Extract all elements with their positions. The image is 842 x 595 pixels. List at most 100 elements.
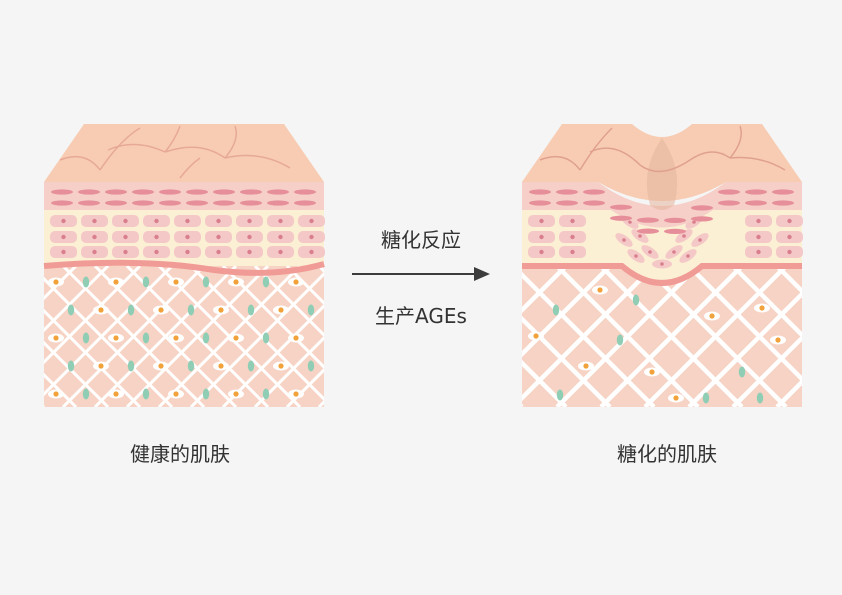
cell-nucleus bbox=[570, 218, 575, 224]
cell-nucleus bbox=[154, 234, 159, 240]
cell-nucleus bbox=[61, 234, 66, 240]
glycated-compressed-cells bbox=[615, 215, 709, 269]
elastin-node bbox=[202, 332, 210, 344]
collagen-fiber bbox=[253, 335, 324, 407]
caption-healthy-skin: 健康的肌肤 bbox=[130, 442, 230, 466]
elastin-node bbox=[556, 389, 564, 401]
fibroblast-core bbox=[53, 279, 59, 285]
keratin-cell bbox=[691, 216, 713, 222]
fibroblast-core bbox=[775, 337, 781, 343]
fibroblast-core bbox=[53, 391, 59, 397]
collagen-fiber bbox=[285, 367, 324, 407]
glycated-keratin-cells bbox=[529, 189, 794, 234]
cell-nucleus bbox=[123, 249, 128, 255]
keratin-cell bbox=[78, 189, 100, 195]
cell-nucleus bbox=[309, 218, 314, 224]
collagen-fiber bbox=[599, 266, 744, 407]
keratin-cell bbox=[51, 189, 73, 195]
keratin-cell bbox=[610, 215, 632, 221]
elastin-node bbox=[262, 276, 270, 288]
keratin-cell bbox=[556, 200, 578, 206]
cell-nucleus bbox=[61, 249, 66, 255]
cell-nucleus bbox=[570, 249, 575, 255]
elastin-node bbox=[307, 304, 315, 316]
keratin-cell bbox=[105, 200, 127, 206]
healthy-epidermis-cracks bbox=[59, 125, 291, 179]
keratin-cell bbox=[718, 200, 740, 206]
cell-nucleus bbox=[278, 234, 283, 240]
fibroblast-core bbox=[233, 391, 239, 397]
elastin-node bbox=[127, 304, 135, 316]
elastin-node bbox=[247, 360, 255, 372]
glycated-basement-membrane bbox=[522, 263, 802, 286]
glycated-epidermis-cracks bbox=[539, 125, 786, 173]
healthy-dermis-cells bbox=[48, 276, 315, 400]
elastin-node bbox=[307, 360, 315, 372]
cell-nucleus bbox=[787, 249, 792, 255]
collagen-fiber bbox=[383, 266, 524, 407]
collagen-fiber bbox=[522, 266, 568, 407]
process-label-glycation: 糖化反应 bbox=[381, 228, 461, 252]
glycated-epidermal-cells bbox=[528, 215, 803, 258]
keratin-cell bbox=[213, 200, 235, 206]
cell-nucleus bbox=[686, 254, 690, 258]
fibroblast-core bbox=[218, 363, 224, 369]
cell-nucleus bbox=[628, 220, 632, 224]
collagen-fiber bbox=[687, 266, 802, 407]
fibroblast-core bbox=[278, 307, 284, 313]
cell-nucleus bbox=[698, 238, 702, 242]
keratin-cell bbox=[664, 228, 686, 234]
keratin-cell bbox=[583, 189, 605, 195]
process-label-ages: 生产AGEs bbox=[375, 304, 467, 328]
keratin-cell bbox=[745, 200, 767, 206]
collagen-fiber bbox=[383, 266, 524, 407]
cell-nucleus bbox=[660, 262, 664, 266]
fibroblast-core bbox=[98, 307, 104, 313]
collagen-fiber bbox=[522, 266, 656, 407]
collagen-fiber bbox=[643, 266, 788, 407]
healthy-epidermal-cells bbox=[50, 215, 325, 258]
cell-nucleus bbox=[539, 249, 544, 255]
fibroblast-core bbox=[98, 363, 104, 369]
keratin-cell bbox=[267, 189, 289, 195]
cell-nucleus bbox=[185, 218, 190, 224]
cell-nucleus bbox=[692, 220, 696, 224]
keratin-cell bbox=[78, 200, 100, 206]
keratin-cell bbox=[132, 200, 154, 206]
fibroblast-core bbox=[158, 307, 164, 313]
caption-glycated-skin: 糖化的肌肤 bbox=[617, 442, 717, 466]
keratin-cell bbox=[718, 189, 740, 195]
collagen-fiber bbox=[522, 266, 524, 407]
collagen-fiber bbox=[775, 266, 802, 407]
glycated-epidermis-fold bbox=[646, 138, 678, 210]
cell-nucleus bbox=[570, 234, 575, 240]
cell-nucleus bbox=[787, 234, 792, 240]
elastin-node bbox=[616, 334, 624, 346]
elastin-node bbox=[702, 392, 710, 404]
keratin-cell bbox=[637, 217, 659, 223]
elastin-node bbox=[127, 360, 135, 372]
fibroblast-core bbox=[293, 279, 299, 285]
elastin-node bbox=[738, 366, 746, 378]
cell-nucleus bbox=[682, 234, 686, 238]
elastin-node bbox=[202, 276, 210, 288]
keratin-cell bbox=[105, 189, 127, 195]
elastin-node bbox=[632, 294, 640, 306]
fibroblast-core bbox=[533, 333, 539, 339]
keratin-cell bbox=[637, 228, 659, 234]
fibroblast-core bbox=[709, 313, 715, 319]
glycated-dermis-cells bbox=[528, 285, 786, 404]
elastin-node bbox=[247, 304, 255, 316]
keratin-cell bbox=[132, 189, 154, 195]
collagen-fiber bbox=[731, 266, 802, 407]
keratin-cell bbox=[556, 189, 578, 195]
cell-nucleus bbox=[648, 250, 652, 254]
cell-nucleus bbox=[278, 249, 283, 255]
keratin-cell bbox=[610, 204, 632, 210]
collagen-fiber bbox=[821, 266, 842, 407]
elastin-node bbox=[202, 388, 210, 400]
elastin-node bbox=[67, 304, 75, 316]
cell-nucleus bbox=[756, 249, 761, 255]
collagen-fiber bbox=[821, 266, 842, 407]
